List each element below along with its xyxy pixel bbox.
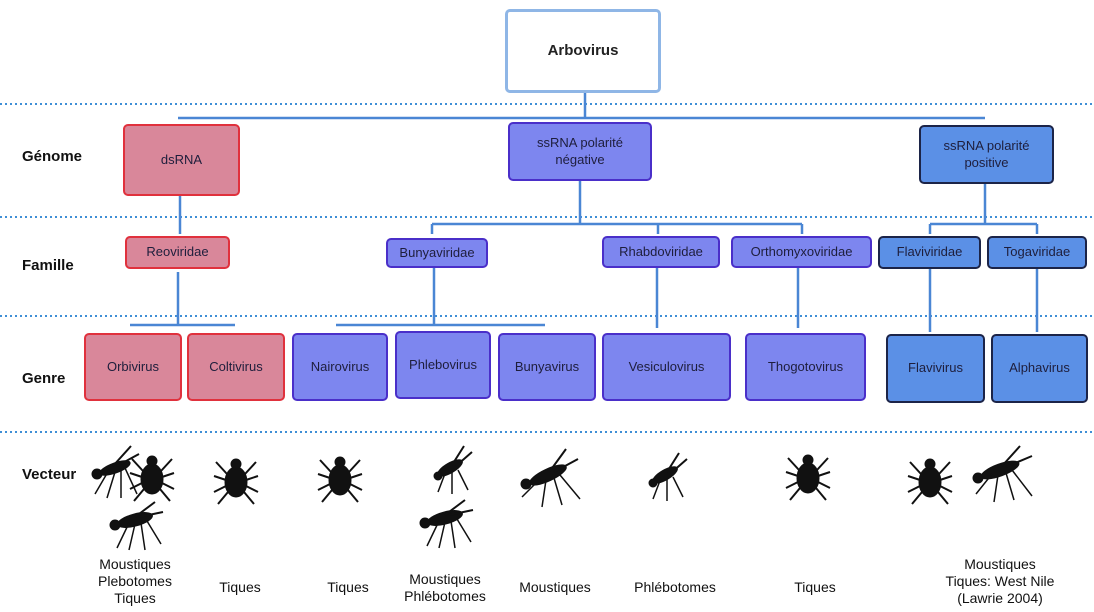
caption-line: Tiques: West Nile (945, 572, 1055, 589)
genus-thogotovirus: Thogotovirus (745, 333, 866, 401)
caption-line: Tiques (327, 579, 369, 595)
row-label-vecteur: Vecteur (22, 466, 77, 483)
tick-icon (213, 458, 259, 505)
family-rhabdoviridae: Rhabdoviridae (602, 236, 720, 268)
family-bunyaviridae: Bunyaviridae (386, 238, 488, 268)
sandfly-icon (433, 445, 473, 494)
caption-line: Tiques (794, 579, 836, 595)
caption-line: (Lawrie 2004) (957, 589, 1043, 606)
genome-dsrna: dsRNA (123, 124, 240, 196)
tick-icon (317, 456, 363, 503)
vector-caption-coltivirus: Tiques (200, 579, 280, 596)
mosquito-icon (972, 445, 1033, 503)
caption-line: Tiques (219, 579, 261, 595)
genus-vesiculovirus: Vesiculovirus (602, 333, 731, 401)
genus-coltivirus: Coltivirus (187, 333, 285, 401)
caption-line: Phlébotomes (404, 587, 486, 604)
caption-line: Tiques (114, 589, 156, 606)
family-reoviridae: Reoviridae (125, 236, 230, 269)
genus-flavivirus: Flavivirus (886, 334, 985, 403)
vector-caption-orbivirus: Moustiques Plebotomes Tiques (80, 556, 190, 606)
mosquito-icon (419, 499, 474, 549)
genus-phlebovirus: Phlebovirus (395, 331, 491, 399)
mosquito-icon (520, 448, 581, 508)
vector-caption-nairovirus: Tiques (308, 579, 388, 596)
row-label-genre: Genre (22, 370, 66, 387)
sandfly-icon (648, 452, 688, 501)
vector-caption-thogotovirus: Tiques (775, 579, 855, 596)
caption-line: Moustiques (964, 556, 1036, 572)
tick-icon (785, 454, 831, 501)
genus-bunyavirus: Bunyavirus (498, 333, 596, 401)
vector-caption-vesiculovirus: Phlébotomes (620, 579, 730, 596)
genus-alphavirus: Alphavirus (991, 334, 1088, 403)
caption-line: Plebotomes (98, 572, 172, 589)
row-label-famille: Famille (22, 257, 74, 274)
vector-caption-flavi-alpha: Moustiques Tiques: West Nile (Lawrie 200… (935, 556, 1065, 606)
caption-line: Moustiques (99, 556, 171, 572)
caption-line: Moustiques (409, 571, 481, 587)
root-node-arbovirus: Arbovirus (505, 9, 661, 93)
family-orthomyxoviridae: Orthomyxoviridae (731, 236, 872, 268)
row-label-genome: Génome (22, 148, 83, 165)
genus-orbivirus: Orbivirus (84, 333, 182, 401)
row-separators (0, 103, 1094, 433)
vector-caption-phlebovirus: Moustiques Phlébotomes (390, 571, 500, 605)
caption-line: Phlébotomes (634, 579, 716, 595)
genus-nairovirus: Nairovirus (292, 333, 388, 401)
genome-ssrna-positive: ssRNA polarité positive (919, 125, 1054, 184)
tree-connectors (130, 92, 1039, 332)
tick-icon (907, 458, 953, 505)
vector-caption-bunyavirus: Moustiques (505, 579, 605, 596)
mosquito-icon (91, 445, 140, 499)
genome-ssrna-negative: ssRNA polarité négative (508, 122, 652, 181)
family-togaviridae: Togaviridae (987, 236, 1087, 269)
mosquito-icon (109, 501, 164, 551)
tick-icon (129, 455, 175, 502)
caption-line: Moustiques (519, 579, 591, 595)
vector-icons (91, 445, 1033, 551)
family-flaviviridae: Flaviviridae (878, 236, 981, 269)
